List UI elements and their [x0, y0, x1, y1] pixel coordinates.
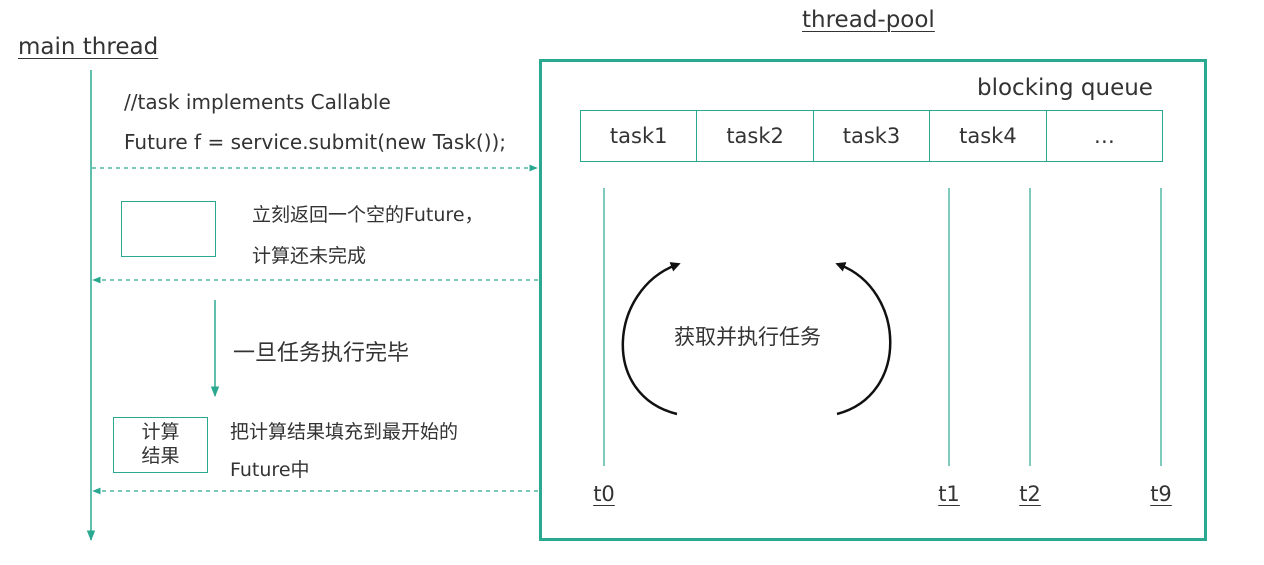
result-box: 计算 结果 — [113, 417, 208, 473]
queue-cell-task3: task3 — [814, 111, 931, 161]
cycle-arrow-left — [621, 262, 681, 416]
thread-label-t9: t9 — [1150, 482, 1172, 506]
thread-pool-title: thread-pool — [802, 7, 935, 33]
code-submit: Future f = service.submit(new Task()); — [124, 130, 507, 154]
queue-cell-task1: task1 — [581, 111, 698, 161]
thread-pool-box — [539, 59, 1207, 541]
queue-cell-task4: task4 — [930, 111, 1047, 161]
empty-future-box — [121, 201, 216, 257]
result-box-line1: 计算 — [141, 421, 180, 444]
queue-cell-task2: task2 — [697, 111, 814, 161]
thread-label-t2: t2 — [1019, 482, 1041, 506]
thread-label-t1: t1 — [938, 482, 960, 506]
completion-label: 一旦任务执行完毕 — [233, 341, 410, 366]
code-comment: //task implements Callable — [124, 90, 391, 114]
blocking-queue-title: blocking queue — [977, 75, 1153, 101]
cycle-arrow-right — [835, 262, 892, 416]
cycle-label: 获取并执行任务 — [674, 325, 821, 349]
fill-note-line2: Future中 — [230, 459, 310, 481]
fill-note-line1: 把计算结果填充到最开始的 — [230, 421, 459, 443]
queue-cell-more: … — [1093, 124, 1115, 148]
thread-label-t0: t0 — [593, 482, 615, 506]
return-note-line1: 立刻返回一个空的Future， — [252, 204, 484, 226]
return-note-line2: 计算还未完成 — [252, 245, 367, 267]
result-box-line2: 结果 — [141, 445, 180, 467]
blocking-queue: task1 task2 task3 task4 … — [580, 110, 1163, 162]
main-thread-title: main thread — [18, 34, 159, 60]
